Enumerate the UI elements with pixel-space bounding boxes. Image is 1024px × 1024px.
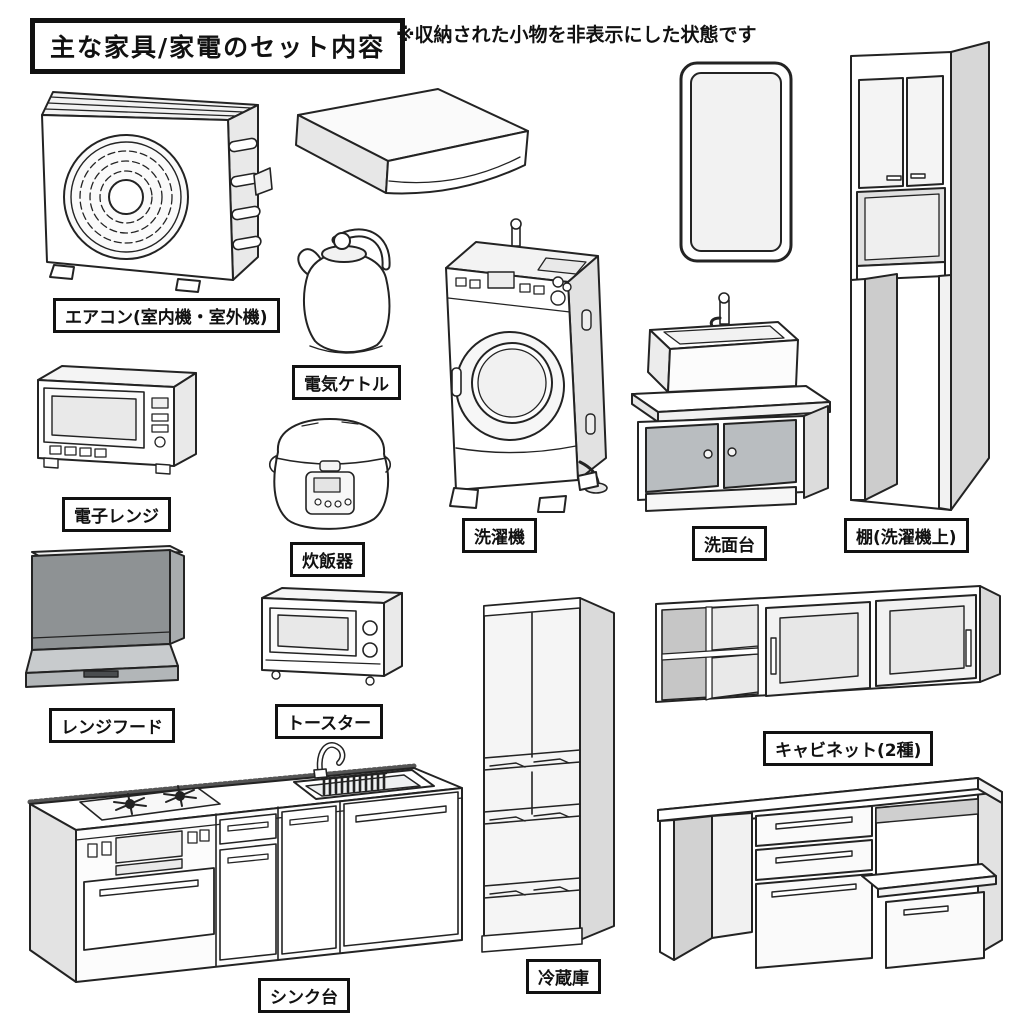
label-rice-cooker: 炊飯器 <box>290 542 365 577</box>
label-range-hood: レンジフード <box>49 708 175 743</box>
label-laundry-shelf: 棚(洗濯機上) <box>844 518 969 553</box>
washing-machine-item <box>426 218 621 514</box>
label-toaster: トースター <box>275 704 384 739</box>
refrigerator-item <box>476 586 624 960</box>
toaster-item <box>252 582 414 694</box>
electric-kettle-item <box>296 222 401 362</box>
aircon-indoor-unit <box>288 85 533 217</box>
label-washstand: 洗面台 <box>692 526 767 561</box>
electric-kettle-illustration <box>297 228 391 354</box>
microwave-item <box>28 358 208 483</box>
washing-machine-illustration <box>445 218 608 513</box>
sink-counter-illustration <box>27 742 463 983</box>
toaster-illustration <box>261 587 403 686</box>
range-hood-item <box>18 542 190 698</box>
page-title: 主な家具/家電のセット内容 <box>30 18 406 74</box>
aircon-outdoor-unit <box>30 85 275 300</box>
wall-cabinet-item <box>648 574 1006 708</box>
sink-counter-item <box>22 742 472 983</box>
label-sink-counter: シンク台 <box>258 978 350 1013</box>
mirror-item <box>676 58 798 268</box>
washstand-illustration <box>631 292 831 512</box>
range-hood-illustration <box>25 545 185 688</box>
laundry-shelf-illustration <box>850 41 990 511</box>
microwave-illustration <box>37 365 197 475</box>
rice-cooker-illustration <box>268 418 392 530</box>
counter-cabinet-item <box>648 770 1010 970</box>
label-washing-machine: 洗濯機 <box>462 518 537 553</box>
mirror-illustration <box>679 61 793 263</box>
wall-cabinet-illustration <box>655 585 1001 703</box>
aircon-indoor-illustration <box>295 88 529 195</box>
label-electric-kettle: 電気ケトル <box>292 365 401 400</box>
aircon-outdoor-illustration <box>41 91 273 293</box>
label-microwave: 電子レンジ <box>62 497 171 532</box>
counter-cabinet-illustration <box>657 777 1003 969</box>
rice-cooker-item <box>262 406 398 538</box>
label-cabinets: キャビネット(2種) <box>763 731 934 766</box>
label-refrigerator: 冷蔵庫 <box>526 959 601 994</box>
refrigerator-illustration <box>481 597 615 953</box>
label-aircon: エアコン(室内機・室外機) <box>53 298 280 333</box>
washstand-item <box>622 292 836 516</box>
laundry-shelf-item <box>843 38 995 524</box>
note-text: ※収納された小物を非表示にした状態です <box>396 24 757 46</box>
